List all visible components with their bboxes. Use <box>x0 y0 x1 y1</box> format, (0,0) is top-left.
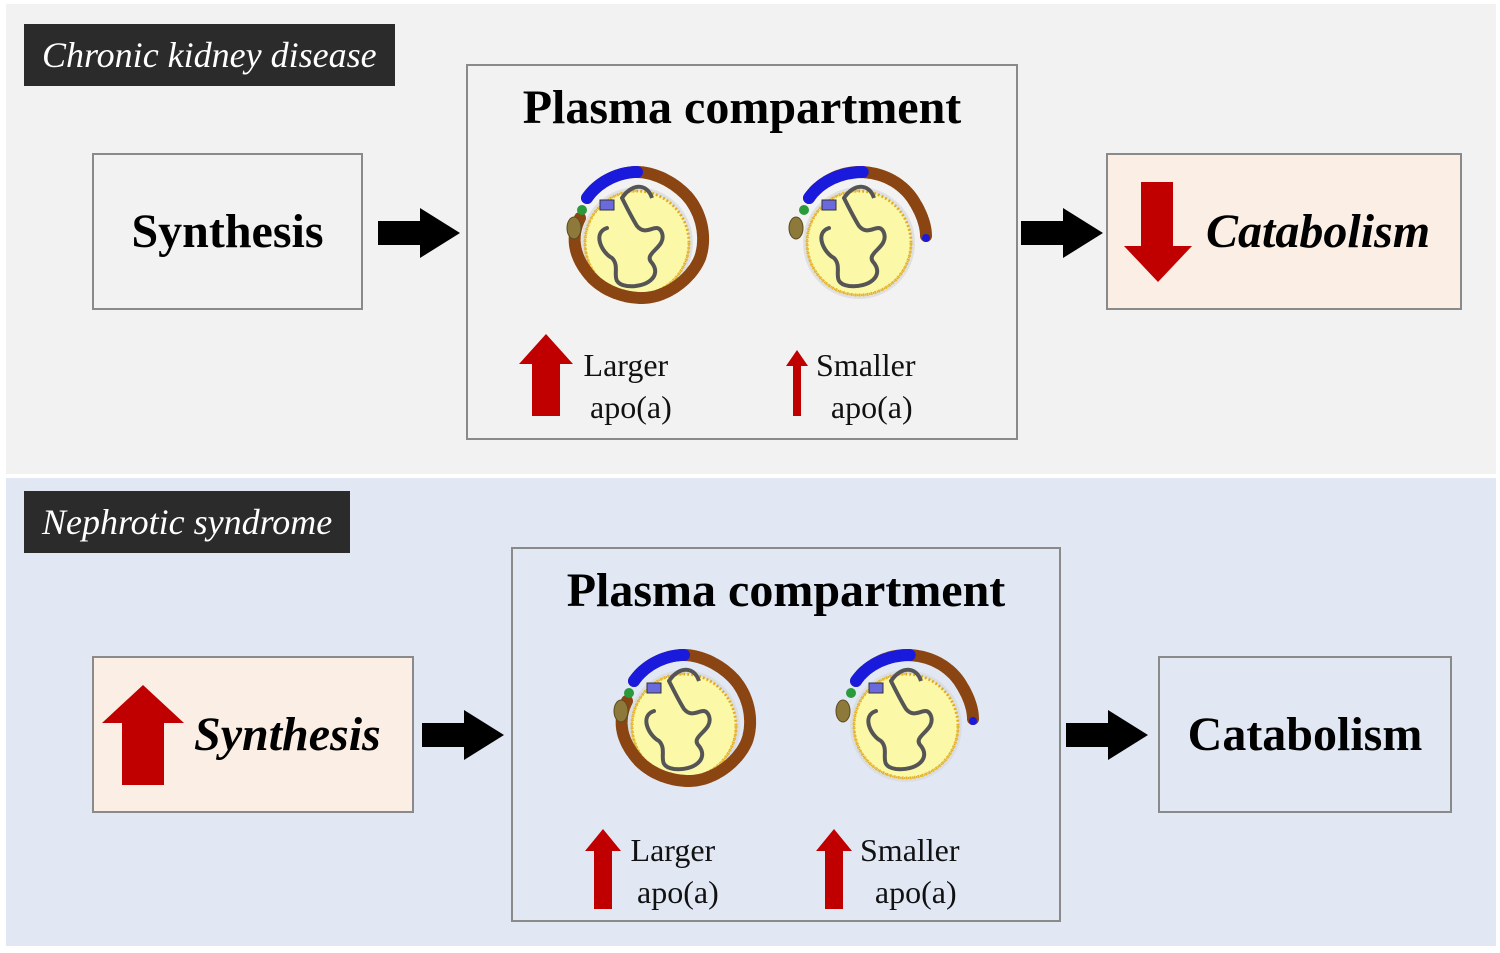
larger-apoa-label-ckd: Larger apo(a) <box>583 347 672 425</box>
panel-tag-nephrotic: Nephrotic syndrome <box>24 491 351 553</box>
increase-arrow-icon <box>585 829 621 909</box>
synthesis-label-ckd: Synthesis <box>131 205 324 258</box>
increase-arrow-icon <box>102 684 184 785</box>
larger-lpa-particle-icon <box>599 641 769 811</box>
flow-arrow-icon <box>378 208 460 258</box>
decrease-arrow-icon <box>1124 181 1192 282</box>
small-increase-arrow-icon <box>786 350 808 416</box>
synthesis-box-ckd: Synthesis <box>92 153 363 310</box>
plasma-title-ckd: Plasma compartment <box>522 81 962 134</box>
larger-apoa-label-nephrotic: Larger apo(a) <box>630 832 719 910</box>
catabolism-label-nephrotic: Catabolism <box>1187 708 1423 761</box>
catabolism-label-ckd: Catabolism <box>1206 205 1431 258</box>
smaller-lpa-particle-icon <box>774 158 944 328</box>
flow-arrow-icon <box>422 710 504 760</box>
flow-arrow-icon <box>1066 710 1148 760</box>
synthesis-box-nephrotic: Synthesis <box>92 656 414 813</box>
increase-arrow-icon <box>816 829 852 909</box>
plasma-compartment-ckd: Plasma compartment Larger apo(a) Smaller… <box>466 64 1018 440</box>
plasma-compartment-nephrotic: Plasma compartment Larger apo(a) Smaller… <box>511 547 1061 922</box>
flow-arrow-icon <box>1021 208 1103 258</box>
smaller-lpa-particle-icon <box>821 641 991 811</box>
catabolism-box-ckd: Catabolism <box>1106 153 1462 310</box>
catabolism-box-nephrotic: Catabolism <box>1158 656 1452 813</box>
increase-arrow-icon <box>519 334 573 416</box>
synthesis-label-nephrotic: Synthesis <box>194 708 381 761</box>
larger-lpa-particle-icon <box>552 158 722 328</box>
smaller-apoa-label-nephrotic: Smaller apo(a) <box>860 832 960 910</box>
smaller-apoa-label-ckd: Smaller apo(a) <box>816 347 916 425</box>
plasma-title-nephrotic: Plasma compartment <box>566 564 1006 617</box>
panel-tag-ckd: Chronic kidney disease <box>24 24 395 86</box>
